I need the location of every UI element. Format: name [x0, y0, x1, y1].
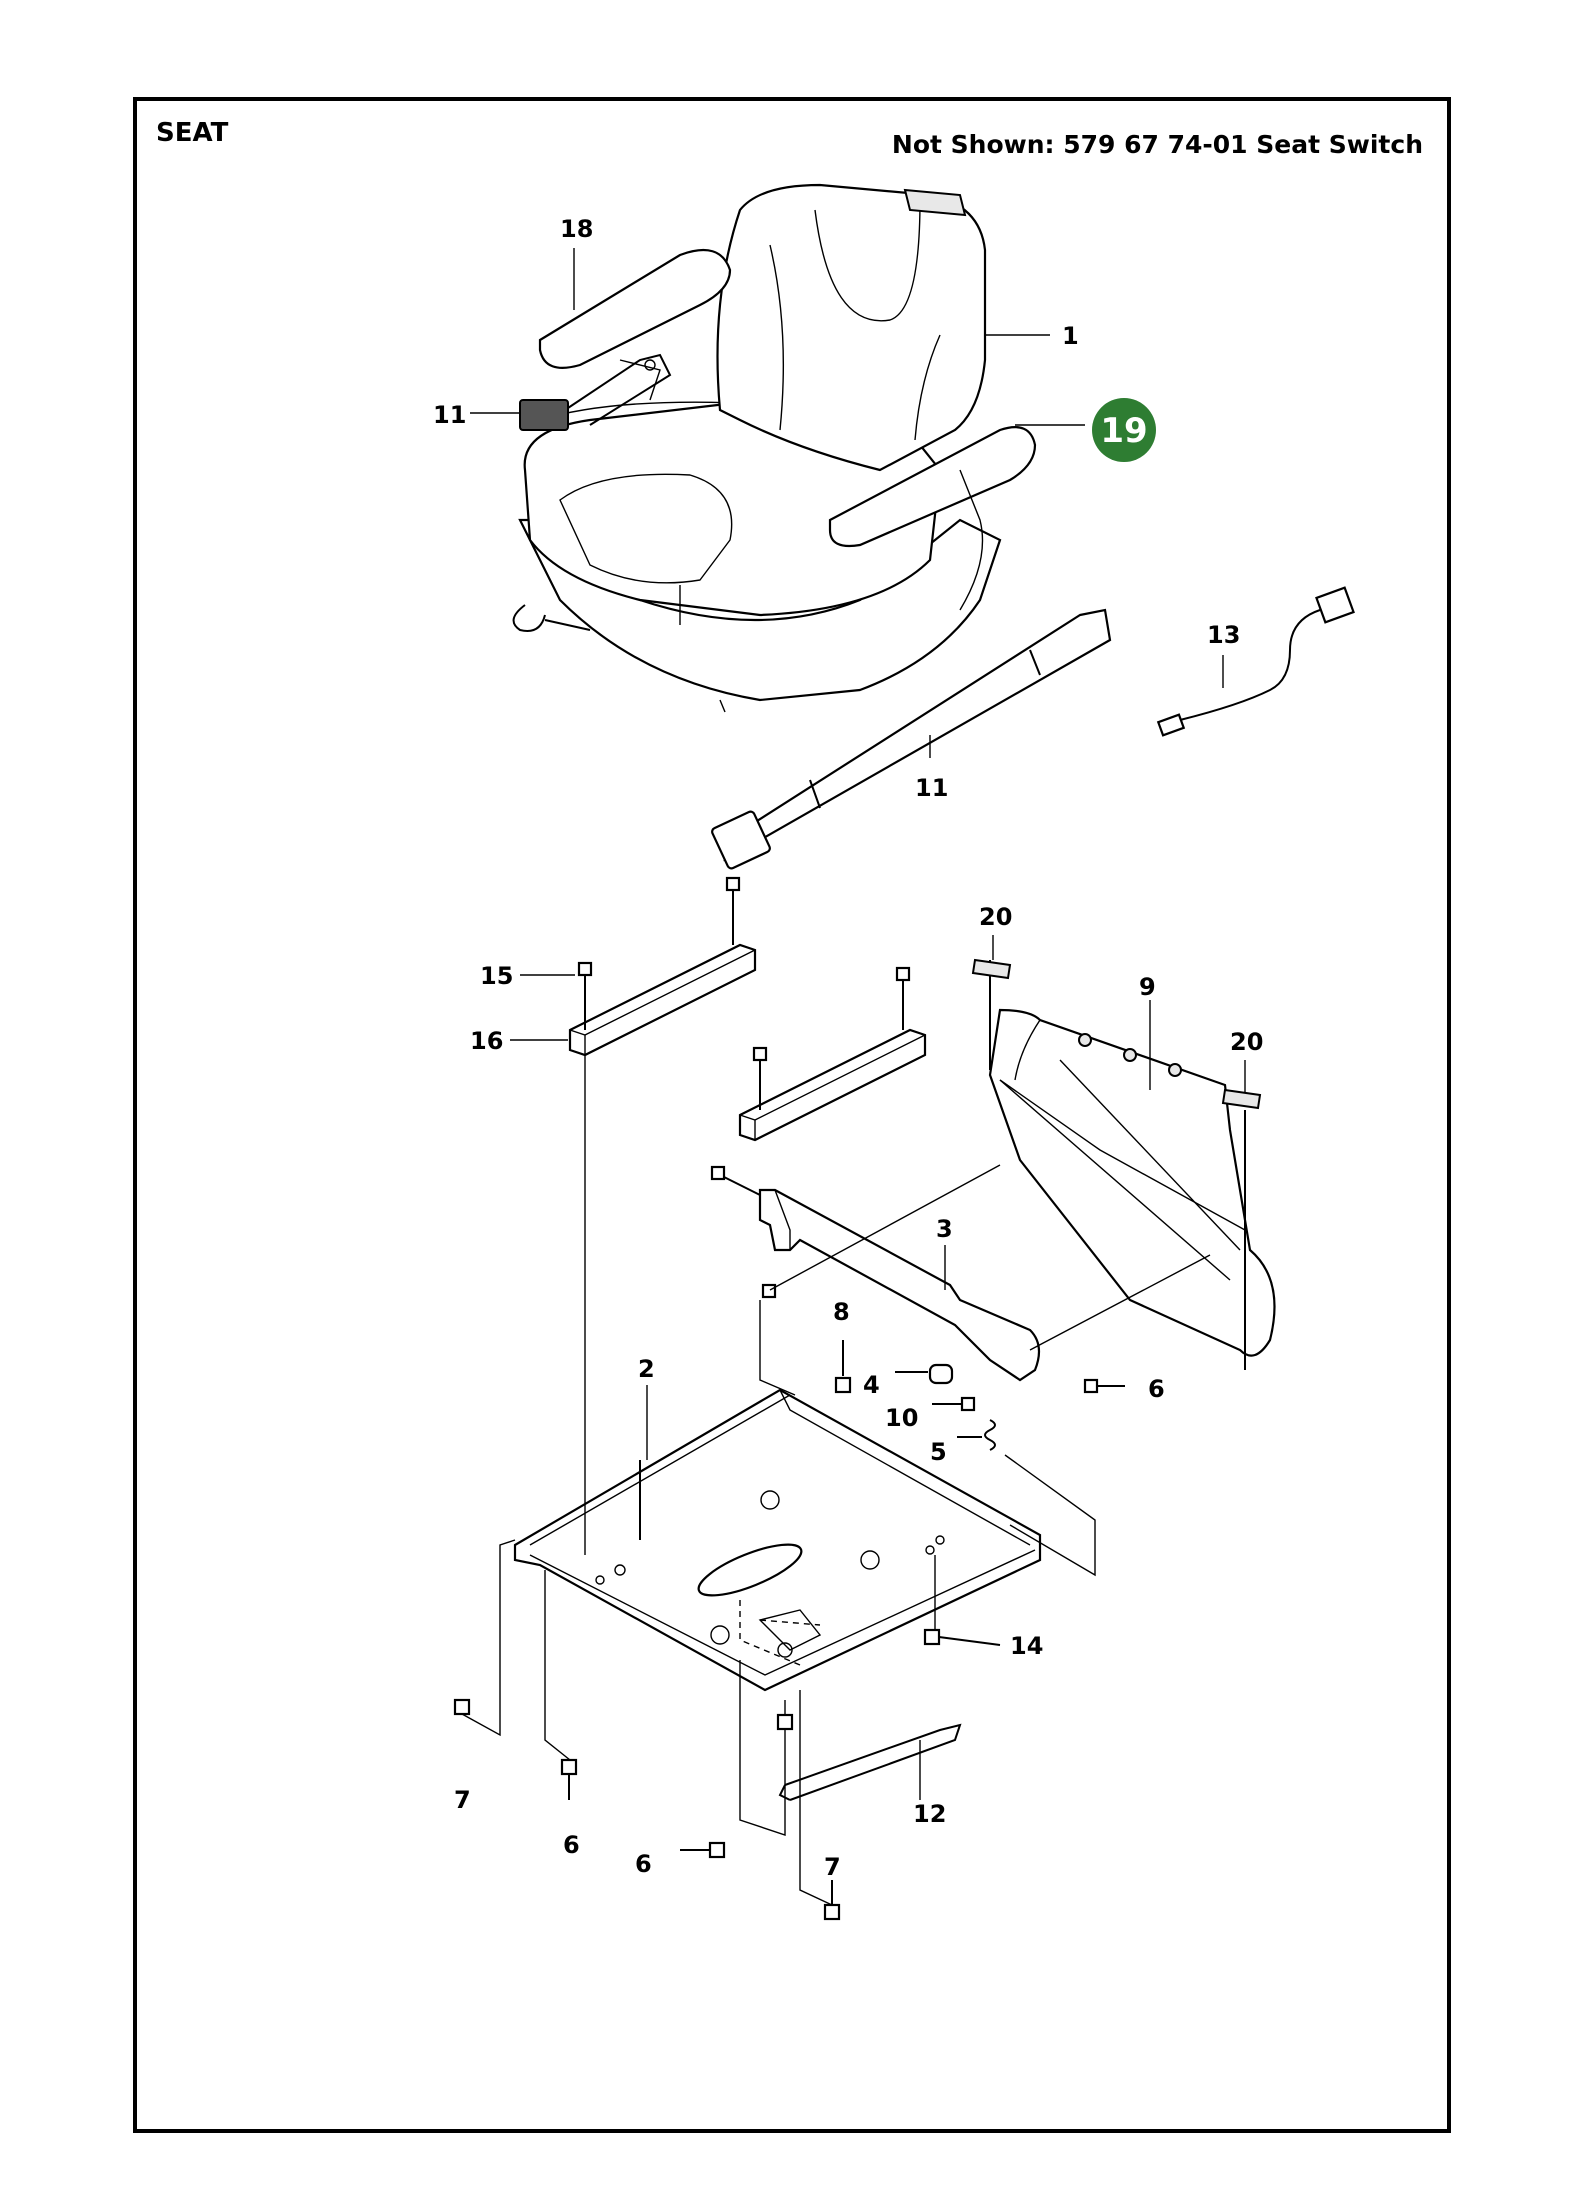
callout-3: 3: [936, 1215, 953, 1243]
diagram-frame: [133, 97, 1451, 2133]
callout-6-bottom: 6: [635, 1850, 652, 1878]
bracket-part[interactable]: [710, 1164, 1211, 1396]
cover-part[interactable]: [988, 960, 1276, 1370]
callout-9: 9: [1139, 973, 1156, 1001]
lap-belt-part[interactable]: [711, 608, 1112, 870]
callout-14: 14: [1010, 1632, 1043, 1660]
callout-20-left: 20: [979, 903, 1012, 931]
callout-16: 16: [470, 1027, 503, 1055]
callout-11-belt: 11: [915, 774, 948, 802]
callout-19-badge[interactable]: 19: [1092, 398, 1156, 462]
callout-11-buckle: 11: [433, 401, 466, 429]
callout-12: 12: [913, 1800, 946, 1828]
callout-15: 15: [480, 962, 513, 990]
callout-1: 1: [1062, 322, 1079, 350]
callout-20-right: 20: [1230, 1028, 1263, 1056]
callout-6-right: 6: [1148, 1375, 1165, 1403]
callout-13: 13: [1207, 621, 1240, 649]
left-rail-part[interactable]: [568, 876, 757, 1057]
harness-part[interactable]: [1156, 586, 1355, 737]
callout-7-left: 7: [454, 1786, 471, 1814]
callout-18: 18: [560, 215, 593, 243]
small-hardware[interactable]: [834, 1340, 1125, 1451]
not-shown-note: Not Shown: 579 67 74-01 Seat Switch: [891, 130, 1423, 159]
bottom-hardware[interactable]: [453, 1539, 1001, 1921]
callout-19: 19: [1100, 411, 1147, 451]
callout-10: 10: [885, 1404, 918, 1432]
decal-parts[interactable]: [971, 958, 1262, 1110]
callout-7-bottom: 7: [824, 1853, 841, 1881]
callout-5: 5: [930, 1438, 947, 1466]
page-title: SEAT: [156, 118, 229, 148]
callout-2: 2: [638, 1355, 655, 1383]
right-rail-part[interactable]: [738, 966, 927, 1142]
callout-4: 4: [863, 1371, 880, 1399]
buckle-part[interactable]: [519, 353, 672, 431]
badge-circle: [1092, 398, 1156, 462]
seat-assembly[interactable]: [512, 183, 1037, 713]
callout-labels: 1 18 11 13 11 20 9 20 15 16 3 8 2 4 10 5…: [433, 215, 1263, 1881]
callout-8: 8: [833, 1298, 850, 1326]
leader-lines: [470, 248, 1246, 1800]
seat-pan-part[interactable]: [513, 1055, 1096, 1836]
callout-6-left: 6: [563, 1831, 580, 1859]
